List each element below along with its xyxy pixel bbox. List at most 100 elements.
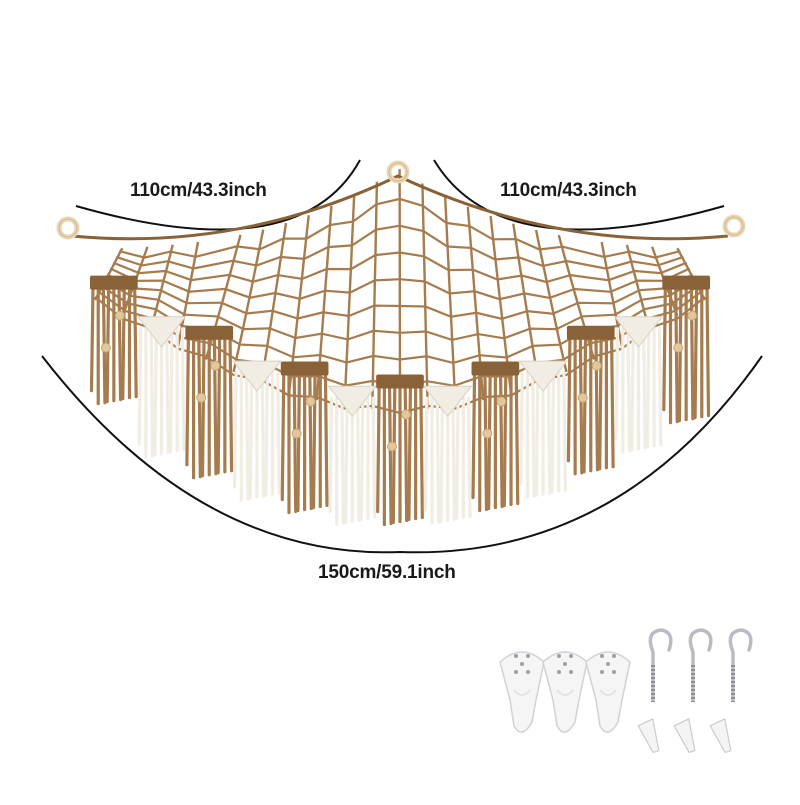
wall-hook-icon — [543, 652, 587, 732]
jute-strand — [676, 288, 678, 422]
dimension-label-left: 110cm/43.3inch — [130, 180, 267, 202]
wood-bead — [578, 393, 587, 402]
jute-strand — [203, 338, 205, 476]
jute-knot-band — [90, 276, 138, 290]
jute-strand — [214, 338, 216, 474]
cotton-strand — [167, 329, 169, 453]
wood-bead — [688, 311, 697, 320]
hook-nail-hole — [520, 662, 524, 666]
jute-strand — [679, 288, 681, 421]
cotton-strand — [151, 329, 153, 456]
wood-bead — [483, 429, 492, 438]
cotton-strand — [552, 373, 554, 492]
cotton-strand — [521, 373, 523, 484]
cotton-strand — [346, 398, 348, 522]
wood-bead — [115, 311, 124, 320]
screw-hook-icon — [730, 630, 750, 702]
jute-strand — [390, 386, 392, 523]
jute-knot-band — [567, 326, 615, 340]
wooden-ring-outline — [59, 219, 77, 237]
jute-strand — [695, 288, 697, 418]
net-cord — [536, 230, 566, 372]
jute-strand — [405, 386, 407, 520]
hook-nail-hole — [557, 670, 561, 674]
net-cord — [234, 230, 264, 372]
jute-strand — [707, 288, 709, 416]
jute-strand — [612, 338, 614, 467]
jute-strand — [473, 374, 475, 498]
hook-nail-hole — [612, 654, 616, 658]
cotton-strand — [469, 398, 471, 516]
jute-strand — [501, 374, 503, 507]
wall-anchor-icon — [674, 719, 699, 754]
jute-strand — [596, 338, 598, 470]
cotton-strand — [170, 329, 172, 452]
jute-strand — [664, 288, 666, 410]
cotton-strand — [155, 329, 157, 455]
jute-strand — [691, 288, 693, 419]
cotton-strand — [533, 373, 535, 496]
cotton-strand — [330, 398, 332, 511]
accessories — [500, 630, 751, 754]
hook-nail-hole — [526, 670, 530, 674]
cotton-strand — [457, 398, 459, 518]
jute-knot-band — [185, 326, 233, 340]
jute-strand — [298, 374, 300, 511]
cotton-strand — [342, 398, 344, 523]
cotton-strand — [358, 398, 360, 520]
cotton-strand — [278, 373, 280, 493]
jute-strand — [600, 338, 602, 469]
jute-knot-band — [281, 362, 329, 376]
wood-bead — [388, 442, 397, 451]
jute-strand — [282, 374, 284, 500]
jute-knot-band — [472, 362, 520, 376]
cotton-strand — [564, 373, 566, 490]
hook-nail-hole — [606, 662, 610, 666]
cotton-strand — [182, 329, 184, 450]
cotton-strand — [628, 329, 630, 451]
jute-strand — [218, 338, 220, 473]
jute-strand — [123, 288, 125, 399]
jute-strand — [119, 288, 121, 400]
hook-nail-hole — [612, 670, 616, 674]
wood-bead — [674, 343, 683, 352]
jute-strand — [568, 338, 570, 461]
hook-nail-hole — [569, 654, 573, 658]
net-cord — [372, 182, 377, 409]
hook-nail-hole — [600, 654, 604, 658]
hook-nail-hole — [514, 670, 518, 674]
cotton-strand — [373, 398, 375, 517]
jute-strand — [187, 338, 189, 465]
cotton-strand — [536, 373, 538, 495]
hook-nail-hole — [569, 670, 573, 674]
cotton-strand — [139, 329, 141, 444]
wood-bead — [306, 397, 315, 406]
jute-strand — [325, 374, 327, 506]
dimension-label-bottom: 150cm/59.1inch — [318, 562, 456, 584]
hook-nail-hole — [557, 654, 561, 658]
jute-strand — [199, 338, 201, 477]
jute-strand — [314, 374, 316, 508]
jute-strand — [485, 374, 487, 510]
cotton-strand — [266, 373, 268, 495]
net-cord — [445, 196, 455, 405]
jute-strand — [135, 288, 137, 397]
jute-strand — [489, 374, 491, 509]
cotton-strand — [361, 398, 363, 519]
cotton-strand — [548, 373, 550, 493]
cotton-strand — [250, 373, 252, 498]
jute-knot-band — [662, 276, 710, 290]
jute-strand — [310, 374, 312, 509]
cotton-strand — [247, 373, 249, 499]
jute-strand — [294, 374, 296, 512]
wood-bead — [211, 361, 220, 370]
wall-hook-icon — [500, 652, 544, 732]
wall-anchor-icon — [638, 719, 663, 754]
cotton-strand — [644, 329, 646, 448]
jute-knot-band — [376, 374, 424, 388]
cotton-strand — [632, 329, 634, 450]
hook-nail-hole — [526, 654, 530, 658]
jute-strand — [230, 338, 232, 471]
